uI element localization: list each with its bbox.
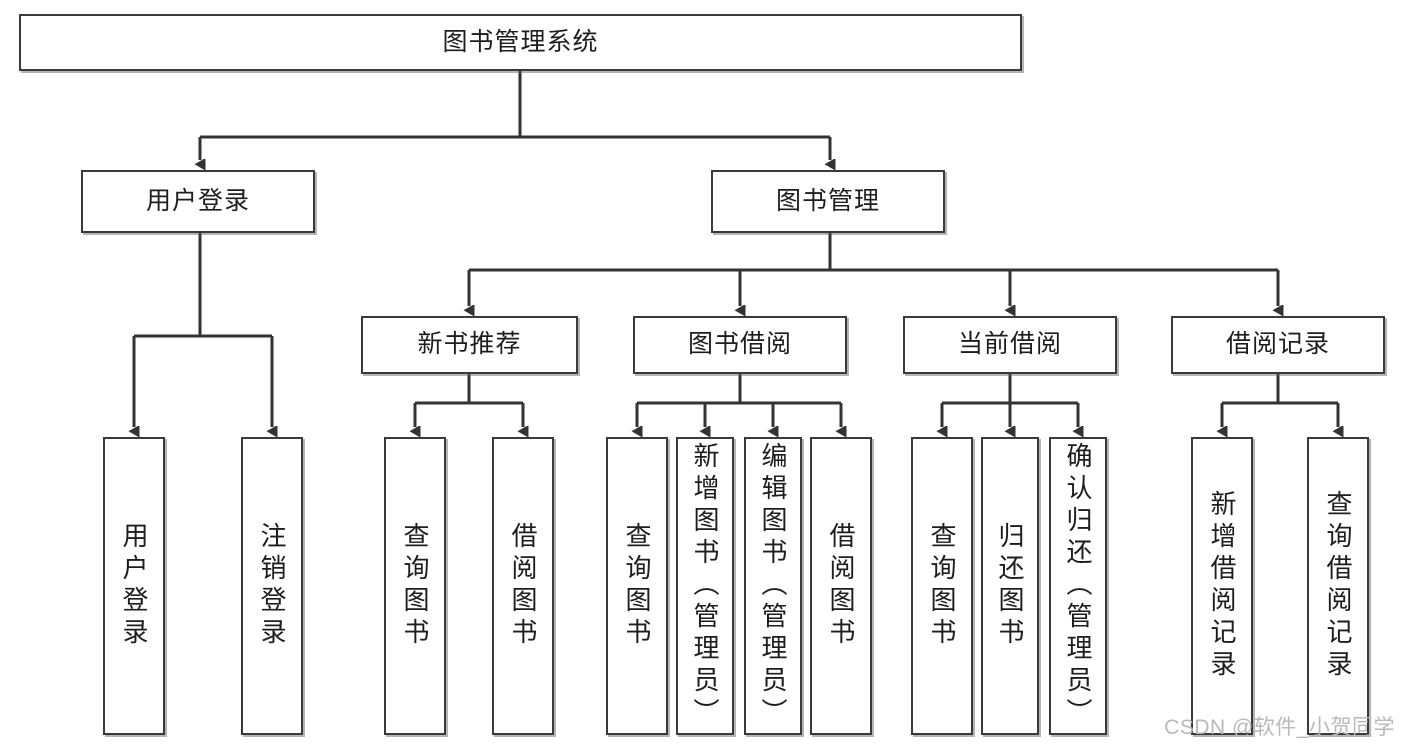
node-label: 新书推荐	[417, 330, 522, 359]
leaf-book-borrow-borrow-book[interactable]: 借阅图书	[810, 437, 872, 735]
node-root-book-management-system[interactable]: 图书管理系统	[19, 14, 1022, 71]
leaf-new-book-query-book[interactable]: 查询图书	[384, 437, 446, 735]
leaf-user-login-signin[interactable]: 用户登录	[103, 437, 165, 735]
node-new-book-recommend[interactable]: 新书推荐	[361, 316, 578, 374]
node-label: 查询借阅记录	[1323, 490, 1353, 682]
node-label: 图书管理	[775, 186, 880, 215]
node-book-borrow[interactable]: 图书借阅	[633, 316, 847, 374]
node-label: 注销登录	[257, 522, 287, 650]
node-borrow-record[interactable]: 借阅记录	[1171, 316, 1385, 374]
leaf-book-borrow-query-book[interactable]: 查询图书	[606, 437, 668, 735]
node-label: 查询图书	[400, 522, 430, 650]
leaf-new-book-borrow-book[interactable]: 借阅图书	[492, 437, 554, 735]
node-label: 用户登录	[145, 186, 250, 215]
node-label: 查询图书	[622, 522, 652, 650]
node-label: 借阅图书	[826, 522, 856, 650]
node-label: 借阅记录	[1225, 330, 1330, 359]
node-label: 新增图书（管理员）	[690, 442, 720, 730]
node-label: 用户登录	[119, 522, 149, 650]
node-label: 归还图书	[995, 522, 1025, 650]
node-book-management[interactable]: 图书管理	[711, 170, 945, 233]
leaf-borrow-record-query-record[interactable]: 查询借阅记录	[1307, 437, 1369, 735]
node-label: 编辑图书（管理员）	[758, 442, 788, 730]
node-user-login[interactable]: 用户登录	[81, 170, 315, 233]
node-label: 图书借阅	[687, 330, 792, 359]
leaf-user-login-logout[interactable]: 注销登录	[241, 437, 303, 735]
node-label: 查询图书	[927, 522, 957, 650]
node-label: 新增借阅记录	[1207, 490, 1237, 682]
node-label: 图书管理系统	[442, 27, 599, 56]
node-current-borrow[interactable]: 当前借阅	[903, 316, 1117, 374]
node-label: 借阅图书	[508, 522, 538, 650]
node-label: 当前借阅	[957, 330, 1062, 359]
leaf-book-borrow-edit-book-admin[interactable]: 编辑图书（管理员）	[744, 437, 802, 735]
leaf-current-borrow-confirm-return-admin[interactable]: 确认归还（管理员）	[1049, 437, 1107, 735]
node-label: 确认归还（管理员）	[1063, 442, 1093, 730]
leaf-current-borrow-return-book[interactable]: 归还图书	[981, 437, 1039, 735]
leaf-borrow-record-add-record[interactable]: 新增借阅记录	[1191, 437, 1253, 735]
leaf-book-borrow-add-book-admin[interactable]: 新增图书（管理员）	[676, 437, 734, 735]
csdn-watermark: CSDN @软件_小贺同学	[1164, 716, 1395, 739]
leaf-current-borrow-query-book[interactable]: 查询图书	[911, 437, 973, 735]
